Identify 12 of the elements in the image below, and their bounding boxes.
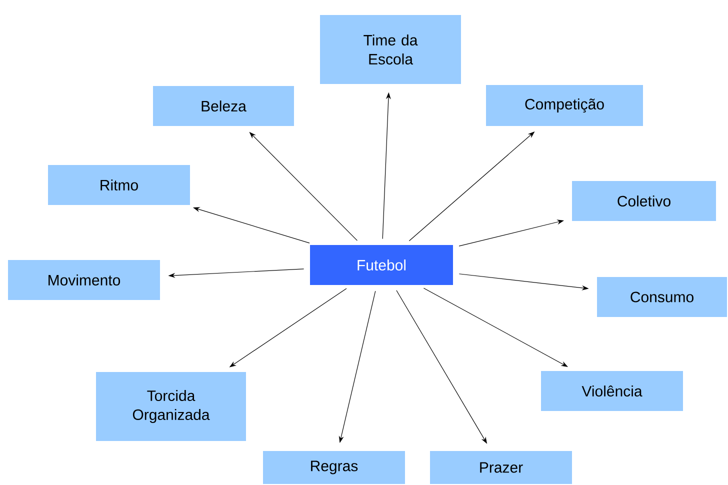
topic-box: Torcida Organizada — [96, 372, 246, 441]
topic-box: Coletivo — [572, 181, 716, 221]
topic-box: Competição — [486, 85, 643, 126]
topic-box: Beleza — [153, 86, 294, 126]
topic-box: Violência — [541, 371, 683, 411]
topic-box: Time da Escola — [320, 15, 461, 84]
central-box: Futebol — [310, 245, 453, 285]
topic-box: Regras — [263, 451, 405, 484]
topic-box: Consumo — [597, 277, 727, 317]
topic-box: Prazer — [430, 451, 572, 484]
topic-box: Ritmo — [48, 165, 190, 205]
topic-box: Movimento — [8, 260, 160, 300]
